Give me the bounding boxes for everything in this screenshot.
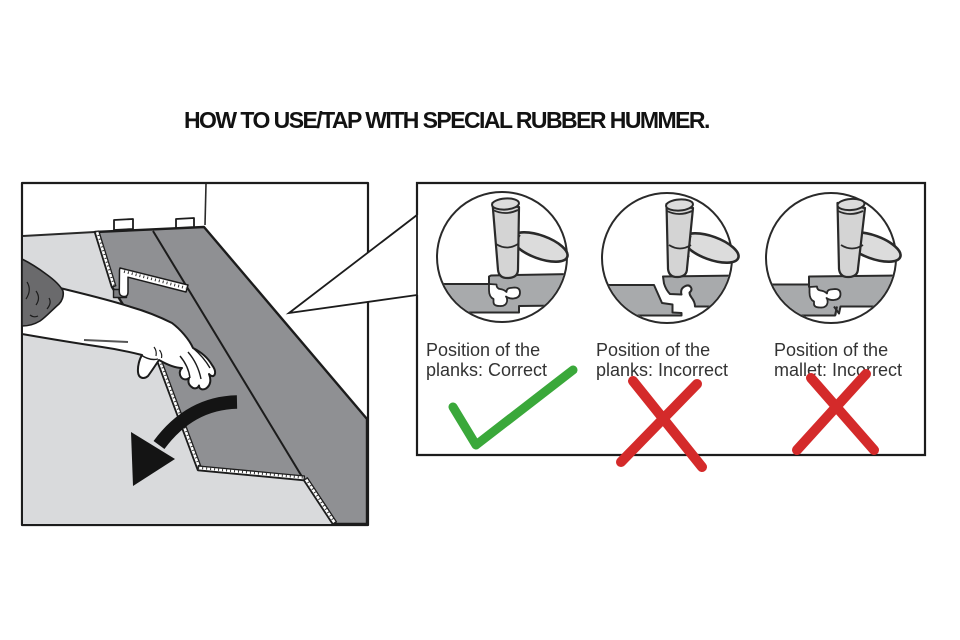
svg-text:Position of the: Position of the [426,340,540,360]
svg-text:Position of the: Position of the [774,340,888,360]
svg-text:Position of the: Position of the [596,340,710,360]
svg-text:planks: Correct: planks: Correct [426,360,547,380]
svg-text:planks: Incorrect: planks: Incorrect [596,360,728,380]
svg-text:mallet: Incorrect: mallet: Incorrect [774,360,902,380]
svg-text:HOW TO USE/TAP WITH SPECIAL RU: HOW TO USE/TAP WITH SPECIAL RUBBER HUMME… [184,107,709,133]
